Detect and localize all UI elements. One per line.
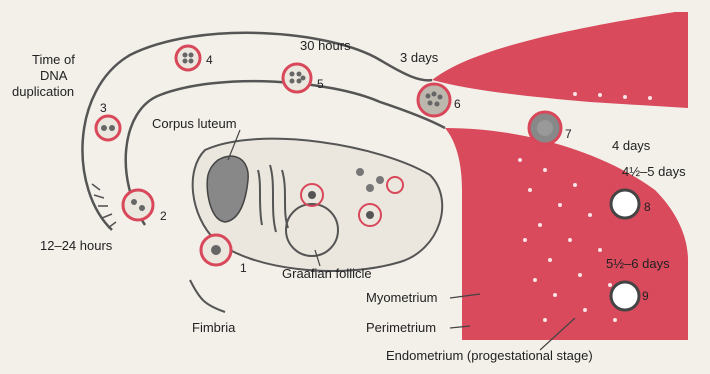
fimbria-tail: [190, 280, 225, 312]
stage-number-8: 8: [644, 200, 651, 214]
label-dna: DNA: [40, 68, 68, 83]
label-duplication: duplication: [12, 84, 74, 99]
label-4-days: 4 days: [612, 138, 651, 153]
stage-number-4: 4: [206, 53, 213, 67]
label-time-of: Time of: [32, 52, 75, 67]
embryo-stage-8: [611, 190, 639, 218]
uterine-wall-upper: [432, 12, 688, 108]
stage-number-5: 5: [317, 77, 324, 91]
follicle-tiny-2: [356, 168, 364, 176]
stage-number-9: 9: [642, 289, 649, 303]
stage-number-3: 3: [100, 101, 107, 115]
label-4-half-5-days: 4½–5 days: [622, 164, 686, 179]
embryo-stage-4: [176, 46, 200, 70]
label-12-24-hours: 12–24 hours: [40, 238, 113, 253]
label-myometrium: Myometrium: [366, 290, 438, 305]
label-perimetrium: Perimetrium: [366, 320, 436, 335]
follicle-tiny-3: [366, 184, 374, 192]
stage-number-6: 6: [454, 97, 461, 111]
label-graafian-follicle: Graafian follicle: [282, 266, 372, 281]
embryo-stage-5: [283, 64, 311, 92]
stage-number-2: 2: [160, 209, 167, 223]
stage-number-1: 1: [240, 261, 247, 275]
embryo-stage-9: [611, 282, 639, 310]
label-fimbria: Fimbria: [192, 320, 236, 335]
embryo-stage-6: [418, 84, 450, 116]
stage-number-7: 7: [565, 127, 572, 141]
follicle-oocyte-1: [308, 191, 316, 199]
label-endometrium: Endometrium (progestational stage): [386, 348, 593, 363]
label-corpus-luteum: Corpus luteum: [152, 116, 237, 131]
embryo-stage-2: [123, 190, 153, 220]
embryo-stage-1: [201, 235, 231, 265]
label-5-half-6-days: 5½–6 days: [606, 256, 670, 271]
follicle-tiny-1: [376, 176, 384, 184]
embryo-stage-3: [96, 116, 120, 140]
follicle-oocyte-2: [366, 211, 374, 219]
label-30-hours: 30 hours: [300, 38, 351, 53]
label-3-days: 3 days: [400, 50, 439, 65]
embryo-stage-7: [529, 112, 561, 144]
uterine-wall-lower: [445, 128, 688, 340]
